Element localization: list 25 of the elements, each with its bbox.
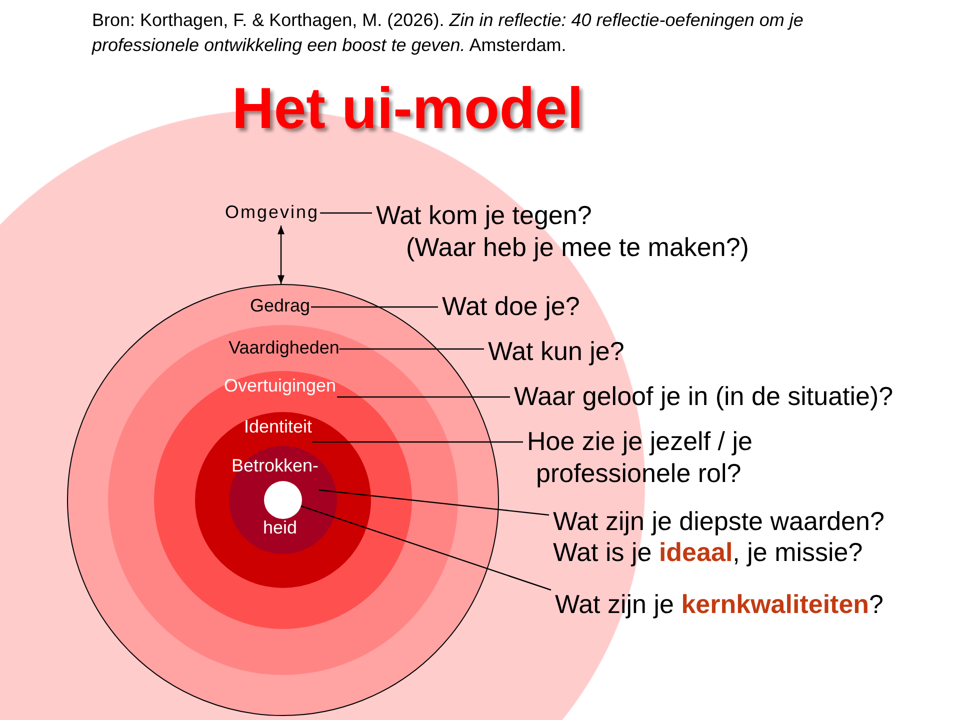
center-circle: [264, 481, 302, 519]
layer-label: Betrokken-: [231, 456, 319, 476]
layer-label: Omgeving: [225, 202, 320, 222]
leader-line: [312, 441, 523, 443]
question-text: Wat doe je?: [442, 290, 580, 322]
leader-line: [311, 306, 438, 308]
question-text: Wat zijn je diepste waarden? Wat is je ideaal, je missie?: [553, 506, 884, 568]
question-text: Hoe zie je jezelf / je professionele rol?: [527, 426, 752, 488]
layer-label: Identiteit: [244, 416, 312, 438]
double-arrow: [278, 226, 285, 284]
layer-label: Overtuigingen: [224, 376, 336, 396]
title: Het ui-model: [232, 76, 584, 142]
source-citation: Bron: Korthagen, F. & Korthagen, M. (2026). Zin in reflectie: 40 reflectie-oefeningen om je professionele ontwikkeling een boost te geven. Amsterdam.: [92, 9, 804, 57]
leader-line: [320, 212, 372, 214]
leader-line: [318, 489, 550, 516]
question-text: Wat kom je tegen? (Waar heb je mee te maken?): [376, 200, 749, 262]
leader-line: [337, 396, 510, 398]
leader-line: [300, 505, 552, 591]
leader-line: [339, 348, 484, 350]
layer-label: heid: [262, 518, 298, 538]
layer-label: Gedrag: [250, 296, 310, 316]
question-text: Wat zijn je kernkwaliteiten?: [555, 588, 884, 620]
question-text: Wat kun je?: [488, 336, 624, 366]
layer-label: Vaardigheden: [228, 338, 340, 358]
question-text: Waar geloof je in (in de situatie)?: [514, 380, 894, 412]
